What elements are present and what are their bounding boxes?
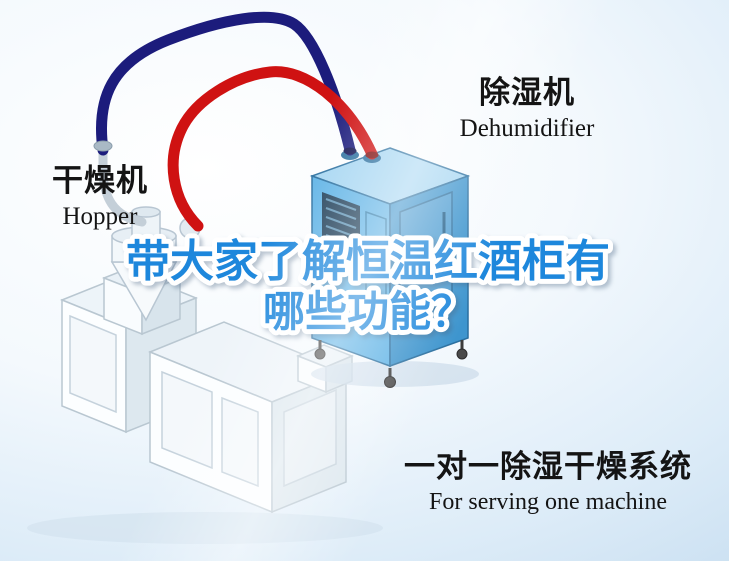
hopper-label: 干燥机 Hopper <box>38 163 162 232</box>
hopper-label-zh: 干燥机 <box>52 163 148 199</box>
machine-shadow <box>27 512 383 544</box>
label-sticker <box>321 301 345 325</box>
red-hose <box>167 66 378 232</box>
gray-feed-pipe <box>98 145 147 227</box>
blue-hose <box>95 11 356 156</box>
dehumidifier-label: 除湿机 Dehumidifier <box>438 75 616 144</box>
dehumidifier-illustration <box>309 147 479 388</box>
red-hose-coupler <box>365 151 379 159</box>
dehumidifier-shadow <box>311 361 479 387</box>
hopper-label-en: Hopper <box>62 202 138 230</box>
dehumidifier-label-zh: 除湿机 <box>479 75 575 111</box>
dehumidifier-label-en: Dehumidifier <box>459 114 595 142</box>
vent-grille <box>322 192 360 252</box>
hoses <box>93 11 379 232</box>
system-label-zh: 一对一除湿干燥系统 <box>404 449 692 485</box>
system-label-en: For serving one machine <box>429 488 667 515</box>
headline-line1: 带大家了解恒温红酒柜有 <box>126 236 610 287</box>
front-door-seam <box>365 210 387 332</box>
headline-line2: 哪些功能？ <box>263 287 473 336</box>
hopper-flange <box>93 140 113 152</box>
system-label: 一对一除湿干燥系统 For serving one machine <box>396 449 700 516</box>
casters <box>314 340 468 388</box>
blue-hose-coupler <box>343 147 357 155</box>
machine-illustration <box>27 145 383 544</box>
side-door <box>399 190 453 324</box>
